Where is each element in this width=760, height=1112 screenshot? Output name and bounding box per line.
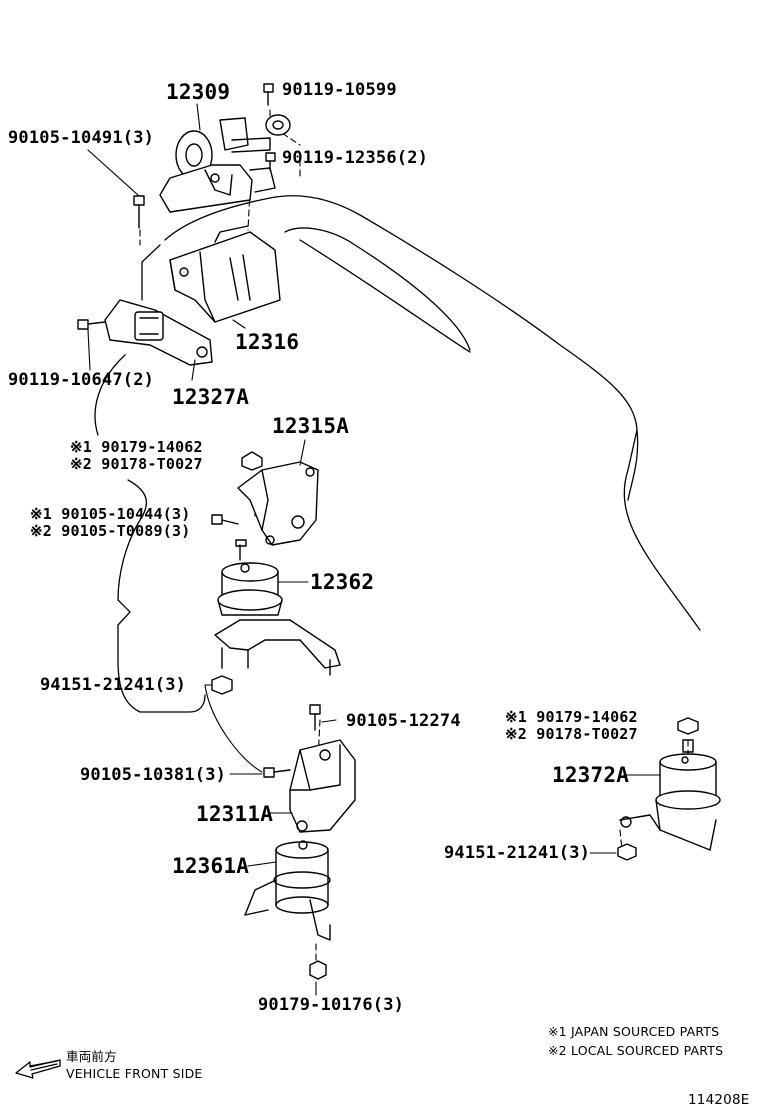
bolt-90119-10599	[263, 83, 274, 106]
part-12327A	[104, 299, 213, 366]
nut-94151-b	[617, 843, 637, 861]
label-90105-10491: 90105-10491(3)	[8, 128, 155, 148]
label-japan-90105-10444: ※1 90105-10444(3)	[30, 505, 191, 523]
dashed-leaders	[139, 109, 689, 961]
bolt-90119-12356	[265, 152, 276, 171]
part-12372A	[619, 739, 721, 851]
label-12311A: 12311A	[196, 802, 274, 826]
label-12309: 12309	[166, 80, 231, 104]
bolt-90119-10647	[77, 319, 106, 330]
nut-94151-a	[211, 675, 233, 695]
bolt-90105-10381	[263, 767, 291, 778]
nut-90179-10176	[309, 960, 327, 980]
label-japan-90179-14062: ※1 90179-14062	[70, 438, 203, 456]
label-12327A: 12327A	[172, 385, 250, 409]
label-local-90105-T0089: ※2 90105-T0089(3)	[30, 522, 191, 540]
label-12362: 12362	[310, 570, 375, 594]
direction-label-en: VEHICLE FRONT SIDE	[66, 1066, 203, 1081]
label-90105-12274: 90105-12274	[346, 711, 461, 731]
direction-label-jp: 車両前方	[66, 1049, 117, 1064]
part-12315A	[237, 461, 319, 546]
nut-12315A-top	[241, 451, 263, 471]
label-12315A: 12315A	[272, 414, 350, 438]
diagram-code: 114208E	[688, 1092, 750, 1108]
part-12361A	[244, 840, 331, 941]
label-japan-90179-14062-right: ※1 90179-14062	[505, 708, 638, 726]
label-90105-10381: 90105-10381(3)	[80, 765, 227, 785]
part-12309-mount	[159, 114, 291, 213]
engine-outline	[94, 195, 701, 713]
label-12316: 12316	[235, 330, 300, 354]
label-local-90178-T0027-right: ※2 90178-T0027	[505, 725, 638, 743]
bolts	[77, 83, 699, 980]
bolt-90105-10444	[211, 514, 239, 525]
label-90119-10599: 90119-10599	[282, 80, 397, 100]
label-12361A: 12361A	[172, 854, 250, 878]
label-94151-21241-right: 94151-21241(3)	[444, 843, 591, 863]
part-12311A	[289, 739, 356, 833]
label-94151-21241-left: 94151-21241(3)	[40, 675, 187, 695]
leader-lines	[87, 103, 661, 996]
label-12372A: 12372A	[552, 763, 630, 787]
label-90119-10647: 90119-10647(2)	[8, 370, 155, 390]
bolt-90105-12274	[309, 704, 321, 731]
label-local-90178-T0027: ※2 90178-T0027	[70, 455, 203, 473]
nut-right-top	[677, 717, 699, 735]
label-90119-12356: 90119-12356(2)	[282, 148, 429, 168]
part-12362	[214, 539, 341, 676]
front-direction-arrow-icon	[15, 1059, 61, 1079]
bolt-90105-10491	[133, 195, 145, 229]
part-12316-bracket	[169, 225, 281, 323]
note-japan-sourced: ※1 JAPAN SOURCED PARTS	[548, 1024, 720, 1039]
note-local-sourced: ※2 LOCAL SOURCED PARTS	[548, 1043, 724, 1058]
label-90179-10176: 90179-10176(3)	[258, 995, 405, 1015]
